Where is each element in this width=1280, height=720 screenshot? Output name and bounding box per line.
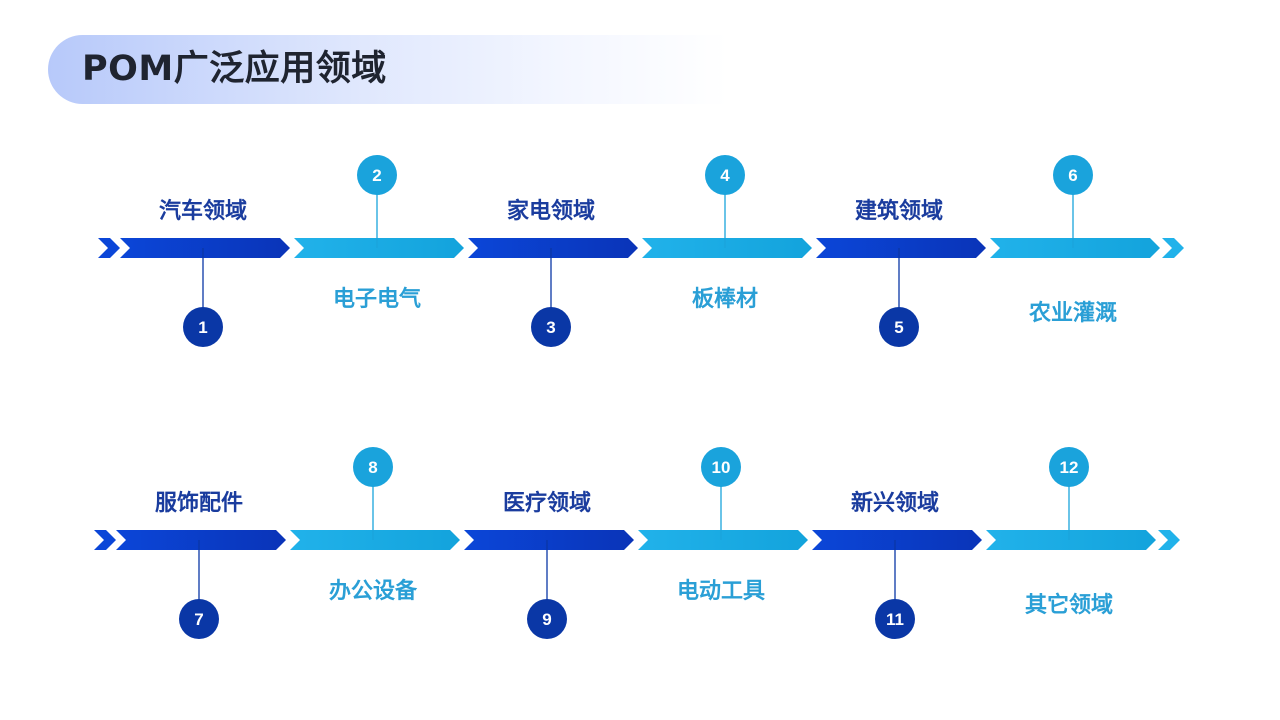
step-number: 6 (1068, 166, 1077, 185)
step-number: 7 (194, 610, 203, 629)
step-number: 3 (546, 318, 555, 337)
step-number: 8 (368, 458, 377, 477)
end-chevron-icon (1162, 238, 1184, 258)
application-field-label: 农业灌溉 (1028, 300, 1117, 326)
step-number: 11 (886, 610, 904, 629)
application-field-label: 汽车领域 (159, 198, 247, 224)
timeline-arrow-segment (990, 238, 1160, 258)
application-field-label: 建筑领域 (855, 198, 943, 224)
timeline-arrow-segment (816, 238, 986, 258)
step-number: 5 (894, 318, 903, 337)
step-number: 4 (720, 166, 730, 185)
title-banner: POM广泛应用领域 (48, 35, 728, 104)
step-number-badge (183, 307, 223, 347)
application-field-label: 医疗领域 (503, 490, 591, 516)
timeline-arrow-segment (468, 238, 638, 258)
timeline-arrow-segment (294, 238, 464, 258)
step-number: 2 (372, 166, 381, 185)
step-number-badge (179, 599, 219, 639)
application-field-label: 家电领域 (507, 198, 595, 224)
application-field-label: 电子电气 (333, 286, 421, 312)
step-number-badge (1053, 155, 1093, 195)
timeline-arrow-segment (642, 238, 812, 258)
start-chevron-icon (98, 238, 120, 258)
application-field-label: 新兴领域 (851, 490, 939, 516)
step-number-badge (701, 447, 741, 487)
application-field-label: 服饰配件 (155, 490, 243, 516)
timeline-arrow-segment (812, 530, 982, 550)
start-chevron-icon (94, 530, 116, 550)
step-number-badge (875, 599, 915, 639)
step-number: 1 (198, 318, 207, 337)
timeline-arrow-segment (464, 530, 634, 550)
step-number: 9 (542, 610, 551, 629)
timeline-arrow-segment (116, 530, 286, 550)
timeline-arrow-segment (120, 238, 290, 258)
step-number-badge (527, 599, 567, 639)
step-number-badge (1049, 447, 1089, 487)
timeline-arrow-segment (986, 530, 1156, 550)
step-number-badge (531, 307, 571, 347)
application-field-label: 其它领域 (1025, 592, 1113, 618)
page-title: POM广泛应用领域 (82, 49, 387, 89)
step-number-badge (353, 447, 393, 487)
step-number-badge (705, 155, 745, 195)
application-field-label: 电动工具 (677, 579, 765, 604)
end-chevron-icon (1158, 530, 1180, 550)
step-number: 12 (1060, 458, 1079, 477)
application-field-label: 板棒材 (692, 287, 758, 312)
step-number: 10 (712, 458, 731, 477)
application-field-label: 办公设备 (329, 578, 418, 604)
step-number-badge (357, 155, 397, 195)
step-number-badge (879, 307, 919, 347)
timeline-arrow-segment (290, 530, 460, 550)
timeline-arrow-segment (638, 530, 808, 550)
